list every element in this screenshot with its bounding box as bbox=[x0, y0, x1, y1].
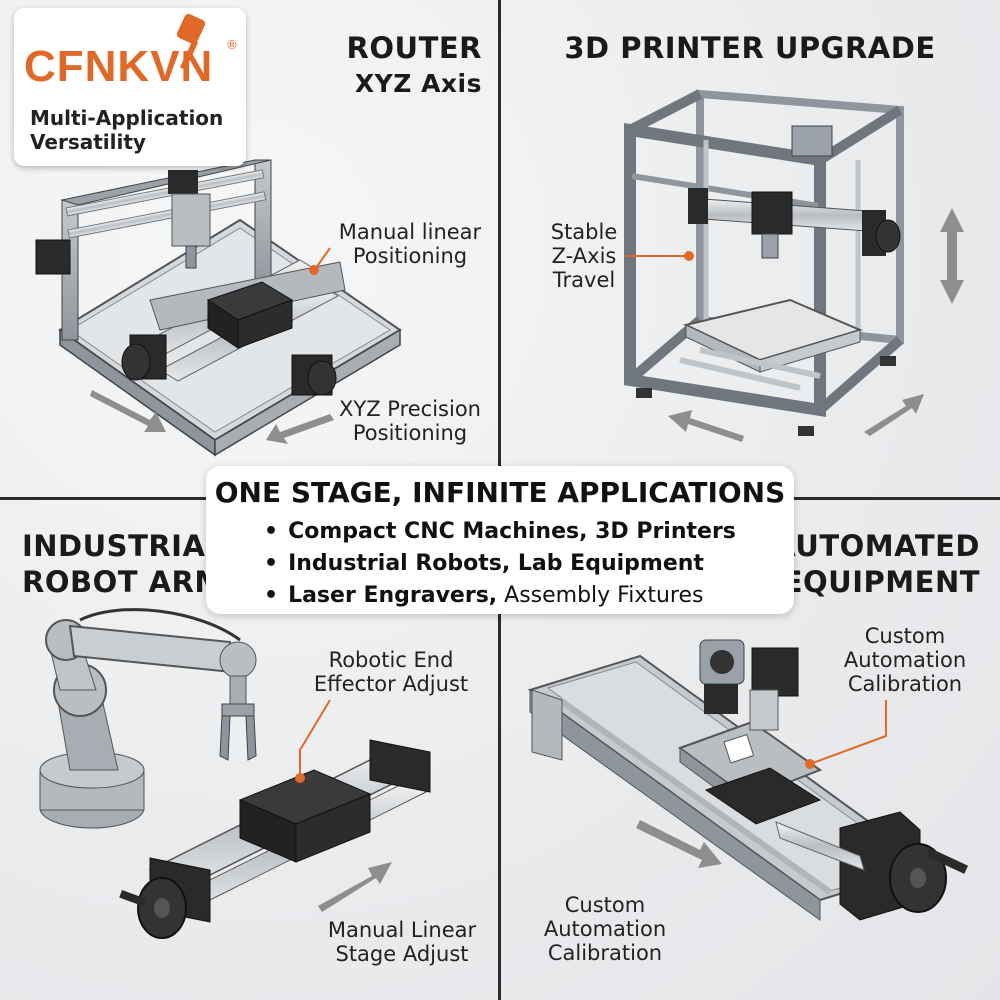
automated-top-line2: Automation bbox=[843, 648, 967, 672]
list-item-bold: Compact CNC Machines, 3D Printers bbox=[288, 519, 736, 544]
spatula-icon bbox=[176, 13, 206, 70]
automated-top-line3: Calibration bbox=[847, 672, 963, 696]
tagline-line2: Versatility bbox=[30, 130, 146, 154]
list-item-bold: Laser Engravers, bbox=[288, 583, 498, 608]
router-xyz-label: XYZ Precision Positioning bbox=[330, 397, 490, 445]
applications-list: Compact CNC Machines, 3D Printers Indust… bbox=[264, 516, 736, 612]
router-manual-label: Manual linear Positioning bbox=[320, 220, 500, 268]
printer-label-line2: Z-Axis bbox=[551, 244, 617, 268]
robot-effector-line1: Robotic End bbox=[328, 648, 454, 672]
automated-title: AUTOMATED EQUIPMENT bbox=[740, 528, 980, 600]
list-item: Laser Engravers, Assembly Fixtures bbox=[264, 580, 736, 612]
router-manual-line1: Manual linear bbox=[338, 220, 482, 244]
automated-title-line1: AUTOMATED bbox=[773, 529, 980, 563]
list-item-rest: Assembly Fixtures bbox=[497, 583, 704, 608]
list-item: Compact CNC Machines, 3D Printers bbox=[264, 516, 736, 548]
applications-callout: ONE STAGE, INFINITE APPLICATIONS Compact… bbox=[206, 466, 794, 614]
list-item: Industrial Robots, Lab Equipment bbox=[264, 548, 736, 580]
automated-bottom-line3: Calibration bbox=[547, 941, 663, 965]
registered-mark: ® bbox=[226, 38, 238, 52]
automated-equipment-illustration bbox=[527, 639, 969, 921]
automated-bottom-line1: Custom bbox=[564, 893, 646, 917]
automated-bottom-label: Custom Automation Calibration bbox=[530, 893, 680, 965]
robot-effector-line2: Effector Adjust bbox=[313, 672, 469, 696]
router-title-line2: XYZ Axis bbox=[354, 69, 482, 98]
robot-stage-line2: Stage Adjust bbox=[335, 942, 469, 966]
robot-title-line1: INDUSTRIAL bbox=[22, 529, 225, 563]
printer-title: 3D PRINTER UPGRADE bbox=[564, 31, 936, 65]
robot-stage-line1: Manual Linear bbox=[327, 918, 477, 942]
automated-bottom-line2: Automation bbox=[543, 917, 667, 941]
automated-title-line2: EQUIPMENT bbox=[782, 565, 980, 599]
robot-arm-illustration bbox=[39, 608, 431, 939]
router-manual-line2: Positioning bbox=[352, 244, 468, 268]
router-title-line1: ROUTER bbox=[346, 31, 482, 65]
brand-name: CFNKVN bbox=[24, 42, 214, 91]
printer-z-label: Stable Z-Axis Travel bbox=[534, 220, 634, 292]
list-item-bold: Industrial Robots, Lab Equipment bbox=[288, 551, 704, 576]
robot-stage-label: Manual Linear Stage Adjust bbox=[312, 918, 492, 966]
router-title: ROUTER XYZ Axis bbox=[340, 30, 482, 102]
printer-label-line3: Travel bbox=[552, 268, 616, 292]
router-xyz-line2: Positioning bbox=[352, 421, 468, 445]
brand-logo-card: CFNKVN ® Multi-Application Versatility bbox=[14, 8, 246, 166]
printer-label-line1: Stable bbox=[550, 220, 618, 244]
router-xyz-line1: XYZ Precision bbox=[339, 397, 481, 421]
automated-top-label: Custom Automation Calibration bbox=[830, 624, 980, 696]
tagline-line1: Multi-Application bbox=[30, 106, 224, 130]
automated-top-line1: Custom bbox=[864, 624, 946, 648]
router-illustration bbox=[35, 159, 402, 457]
robot-effector-label: Robotic End Effector Adjust bbox=[296, 648, 486, 696]
robot-title-line2: ROBOT ARM bbox=[22, 565, 224, 599]
brand-tagline: Multi-Application Versatility bbox=[30, 106, 223, 154]
printer-illustration bbox=[624, 89, 964, 442]
robot-title: INDUSTRIAL ROBOT ARM bbox=[22, 528, 242, 600]
callout-title: ONE STAGE, INFINITE APPLICATIONS bbox=[214, 476, 786, 509]
